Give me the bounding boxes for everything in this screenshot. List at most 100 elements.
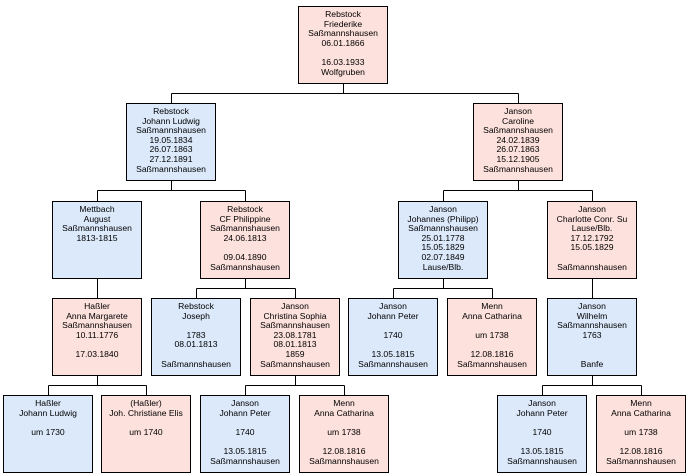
- person-surname: Janson: [578, 205, 606, 214]
- person-detail-line: [4, 418, 92, 428]
- person-surname: Mettbach: [79, 205, 115, 214]
- person-detail-line: 13.05.1815: [520, 446, 564, 456]
- person-given-name: Caroline: [501, 116, 534, 126]
- person-detail-line: 02.07.1849: [421, 252, 465, 262]
- person-surname: Rebstock: [153, 107, 189, 116]
- person-given-name: Friederike: [323, 19, 363, 29]
- person-detail-line: 15.12.1905: [496, 154, 540, 164]
- person-detail-line: [498, 437, 586, 447]
- person-given-name: Johann Peter: [367, 311, 419, 321]
- person-detail-line: [53, 340, 141, 350]
- person-detail-line: 17.03.1840: [75, 349, 119, 359]
- person-given-name: Joh. Christiane Elis: [109, 408, 183, 418]
- person-given-name: Anna Catharina: [462, 311, 522, 321]
- person-detail-line: 12.08.1816: [470, 349, 514, 359]
- person-detail-line: 1763: [582, 330, 602, 340]
- person-detail-line: Saßmannshausen: [483, 164, 553, 174]
- person-given-name: Johannes (Philipp): [407, 214, 479, 224]
- person-given-name: Charlotte Conr. Su: [556, 214, 628, 224]
- person-surname: Janson: [231, 399, 259, 408]
- person-surname: Menn: [333, 399, 355, 408]
- person-detail-line: Saßmannshausen: [260, 359, 330, 369]
- person-surname: Janson: [429, 205, 457, 214]
- person-detail-line: Saßmannshausen: [136, 126, 206, 136]
- person-detail-line: 15.05.1829: [570, 243, 614, 253]
- person-surname: Rebstock: [178, 302, 214, 311]
- person-detail-line: Saßmannshausen: [457, 359, 527, 369]
- person-detail-line: 27.12.1891: [149, 154, 193, 164]
- person-detail-line: [300, 418, 388, 428]
- person-detail-line: Lause/Blb.: [422, 262, 464, 272]
- person-detail-line: 12.08.1816: [322, 446, 366, 456]
- person-detail-line: [152, 321, 240, 331]
- person-detail-line: 24.06.1813: [223, 233, 267, 243]
- person-surname: Haßler: [35, 399, 61, 408]
- person-detail-line: [597, 437, 685, 447]
- person-detail-line: Saßmannshausen: [358, 359, 428, 369]
- person-detail-line: 19.05.1834: [149, 135, 193, 145]
- person-given-name: Anna Margarete: [66, 311, 128, 321]
- person-detail-line: [548, 253, 636, 263]
- person-surname: Janson: [528, 399, 556, 408]
- person-detail-line: Saßmannshausen: [507, 456, 577, 466]
- person-detail-line: Saßmannshausen: [136, 164, 206, 174]
- person-detail-line: Saßmannshausen: [210, 456, 280, 466]
- person-detail-line: Saßmannshausen: [308, 29, 378, 39]
- person-given-name: Johann Ludwig: [19, 408, 77, 418]
- person-detail-line: 1740: [383, 330, 403, 340]
- person-surname: Janson: [281, 302, 309, 311]
- person-detail-line: 1783: [186, 330, 206, 340]
- person-detail-line: 26.07.1863: [496, 145, 540, 155]
- person-detail-line: um 1740: [129, 427, 163, 437]
- person-given-name: Wilhelm: [576, 311, 608, 321]
- person-detail-line: 1813-1815: [76, 233, 118, 243]
- person-detail-line: [349, 321, 437, 331]
- person-detail-line: Saßmannshausen: [260, 321, 330, 331]
- person-detail-line: Saßmannshausen: [62, 321, 132, 331]
- person-detail-line: [448, 340, 536, 350]
- person-detail-line: 1859: [285, 349, 305, 359]
- person-given-name: Joseph: [182, 311, 210, 321]
- person-detail-line: 08.01.1813: [273, 340, 317, 350]
- person-given-name: Johann Peter: [219, 408, 271, 418]
- person-surname: Rebstock: [325, 10, 361, 19]
- person-detail-line: [299, 48, 387, 58]
- person-detail-line: 08.01.1813: [174, 340, 218, 350]
- person-detail-line: Saßmannshausen: [557, 262, 627, 272]
- person-detail-line: Saßmannshausen: [483, 126, 553, 136]
- person-detail-line: [201, 418, 289, 428]
- person-surname: Menn: [481, 302, 503, 311]
- person-given-name: August: [83, 214, 111, 224]
- person-surname: Janson: [379, 302, 407, 311]
- person-detail-line: Saßmannshausen: [62, 224, 132, 234]
- person-given-name: Christina Sophia: [263, 311, 327, 321]
- person-surname: Rebstock: [227, 205, 263, 214]
- person-detail-line: 24.02.1839: [496, 135, 540, 145]
- person-surname: Janson: [578, 302, 606, 311]
- person-detail-line: [102, 418, 190, 428]
- person-detail-line: [300, 437, 388, 447]
- person-given-name: Anna Catharina: [611, 408, 671, 418]
- person-detail-line: [201, 437, 289, 447]
- person-detail-line: Lause/Blb.: [571, 224, 613, 234]
